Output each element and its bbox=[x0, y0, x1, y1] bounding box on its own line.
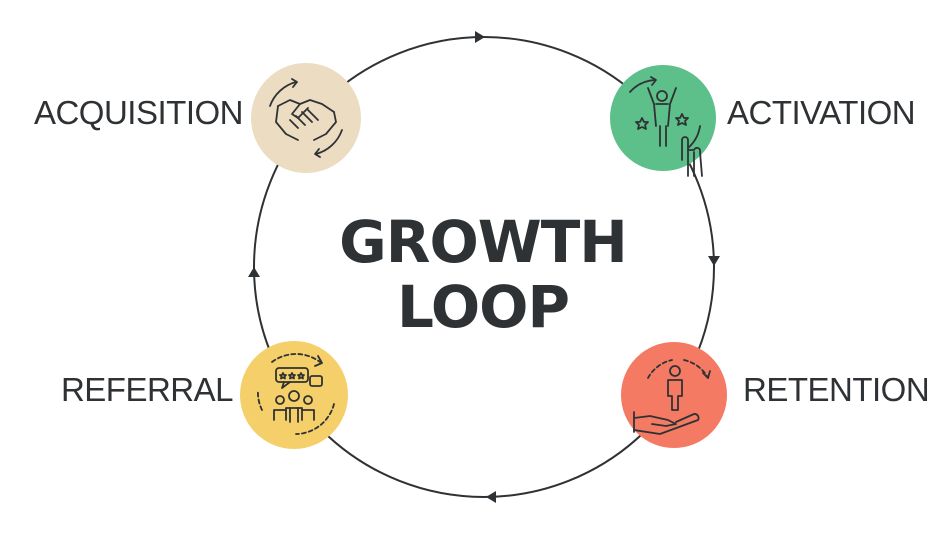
loop-arrow-top-icon bbox=[475, 31, 485, 43]
activation-circle bbox=[610, 65, 716, 171]
activation-label: ACTIVATION bbox=[727, 94, 916, 131]
retention-circle bbox=[621, 342, 727, 448]
handshake-icon bbox=[269, 78, 343, 158]
person-on-hand-icon bbox=[633, 359, 711, 435]
loop-arrow-right-icon bbox=[708, 256, 720, 266]
referral-label: REFERRAL bbox=[60, 371, 234, 408]
acquisition-circle bbox=[251, 63, 361, 173]
group-review-icon bbox=[257, 353, 335, 435]
retention-label: RETENTION bbox=[743, 371, 930, 408]
loop-arrow-bottom-icon bbox=[486, 491, 496, 503]
celebrating-person-click-icon bbox=[629, 76, 703, 177]
referral-node bbox=[240, 341, 348, 449]
title-growth: GROWTH bbox=[339, 208, 628, 276]
acquisition-node bbox=[251, 63, 361, 173]
acquisition-label: ACQUISITION bbox=[33, 94, 244, 131]
activation-node bbox=[610, 65, 716, 177]
title-loop: LOOP bbox=[396, 273, 570, 341]
loop-arrow-left-icon bbox=[248, 267, 260, 277]
referral-circle bbox=[240, 341, 348, 449]
retention-node bbox=[621, 342, 727, 448]
